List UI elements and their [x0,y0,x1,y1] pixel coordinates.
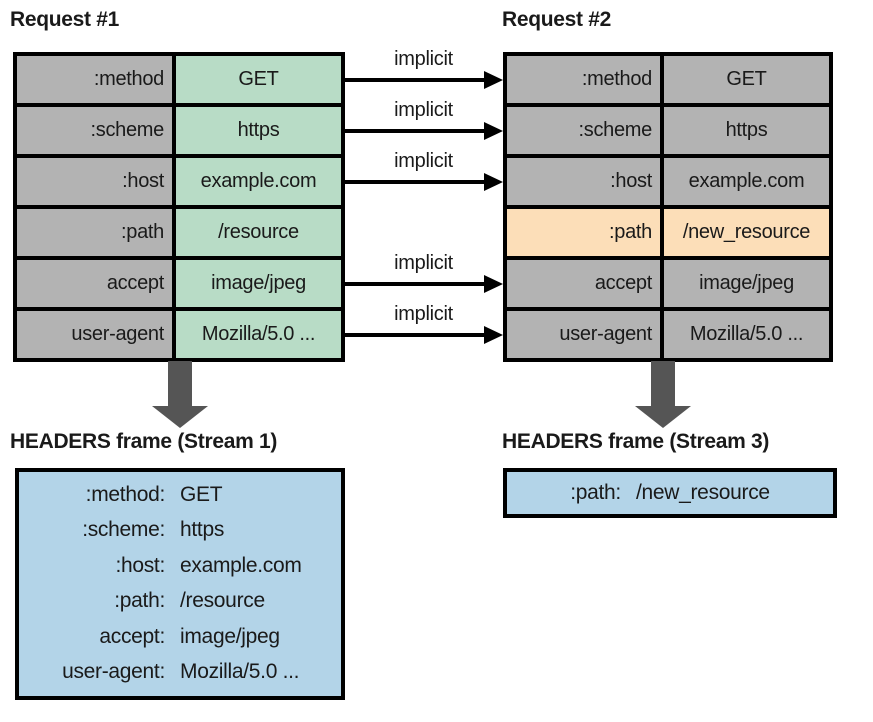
arrow-line [345,333,484,337]
header-key-cell: :scheme [507,107,660,154]
frame-line: :scheme: https [19,513,341,549]
arrow-head-icon [484,326,503,344]
down-arrow-shaft [168,361,192,406]
implicit-arrow: implicit [345,99,503,141]
header-value-cell: Mozilla/5.0 ... [176,311,341,358]
header-value-cell: https [664,107,829,154]
headers-frame-stream1-title: HEADERS frame (Stream 1) [10,430,278,453]
request1-table: :method GET :scheme https :host example.… [13,52,345,362]
frame-line-key: user-agent: [62,660,165,684]
frame-line-key: :path: [114,589,165,613]
header-value-cell: image/jpeg [176,260,341,307]
header-key-cell: user-agent [17,311,172,358]
frame-line: :host: example.com [19,548,341,584]
header-value-cell: example.com [176,158,341,205]
header-value-cell-highlighted: /new_resource [664,209,829,256]
frame-line: accept: image/jpeg [19,619,341,655]
frame-line-key: :method: [85,482,166,506]
frame-line-value: example.com [180,553,302,577]
down-arrow-head [152,406,208,428]
request2-table: :method GET :scheme https :host example.… [503,52,833,362]
header-value-cell: /resource [176,209,341,256]
arrow-label: implicit [394,252,453,274]
arrow-head-icon [484,71,503,89]
arrow-label: implicit [394,303,453,325]
arrow-label: implicit [394,99,453,121]
arrow-line [345,129,484,133]
frame-line-key: :host: [115,553,165,577]
frame-line: :path: /new_resource [570,475,770,511]
header-key-cell: user-agent [507,311,660,358]
header-value-cell: https [176,107,341,154]
header-value-cell: GET [176,56,341,103]
header-key-cell: accept [17,260,172,307]
arrow-label: implicit [394,150,453,172]
implicit-arrow: implicit [345,150,503,192]
header-value-cell: example.com [664,158,829,205]
frame-line-value: /resource [180,589,265,613]
header-key-cell: accept [507,260,660,307]
frame-line-value: /new_resource [635,481,770,504]
frame-line-value: image/jpeg [180,624,280,648]
request1-title: Request #1 [10,8,120,31]
implicit-arrow: implicit [345,252,503,294]
request2-title: Request #2 [502,8,612,31]
headers-frame-stream3-title: HEADERS frame (Stream 3) [502,430,770,453]
header-key-cell-highlighted: :path [507,209,660,256]
down-arrow-icon [152,361,208,428]
header-key-cell: :method [17,56,172,103]
header-key-cell: :path [17,209,172,256]
frame-line-key: :scheme: [82,518,165,542]
frame-line: :path: /resource [19,584,341,620]
down-arrow-icon [635,361,691,428]
arrow-head-icon [484,275,503,293]
header-key-cell: :method [507,56,660,103]
arrow-line [345,282,484,286]
frame-line-value: Mozilla/5.0 ... [180,660,300,684]
arrow-head-icon [484,122,503,140]
frame-line-key: accept: [99,624,165,648]
header-key-cell: :host [17,158,172,205]
header-value-cell: GET [664,56,829,103]
headers-frame-stream1-box: :method: GET :scheme: https :host: examp… [15,468,345,700]
down-arrow-head [635,406,691,428]
arrow-head-icon [484,173,503,191]
headers-frame-stream3-box: :path: /new_resource [503,468,837,518]
frame-line-value: https [180,518,225,542]
frame-line: :method: GET [19,477,341,513]
implicit-arrow: implicit [345,303,503,345]
frame-line: user-agent: Mozilla/5.0 ... [19,655,341,691]
arrow-label: implicit [394,48,453,70]
header-value-cell: image/jpeg [664,260,829,307]
arrow-line [345,78,484,82]
down-arrow-shaft [651,361,675,406]
frame-line-key: :path: [570,481,621,504]
header-value-cell: Mozilla/5.0 ... [664,311,829,358]
implicit-arrow: implicit [345,48,503,90]
frame-line-value: GET [180,482,223,506]
header-key-cell: :host [507,158,660,205]
arrow-line [345,180,484,184]
header-key-cell: :scheme [17,107,172,154]
